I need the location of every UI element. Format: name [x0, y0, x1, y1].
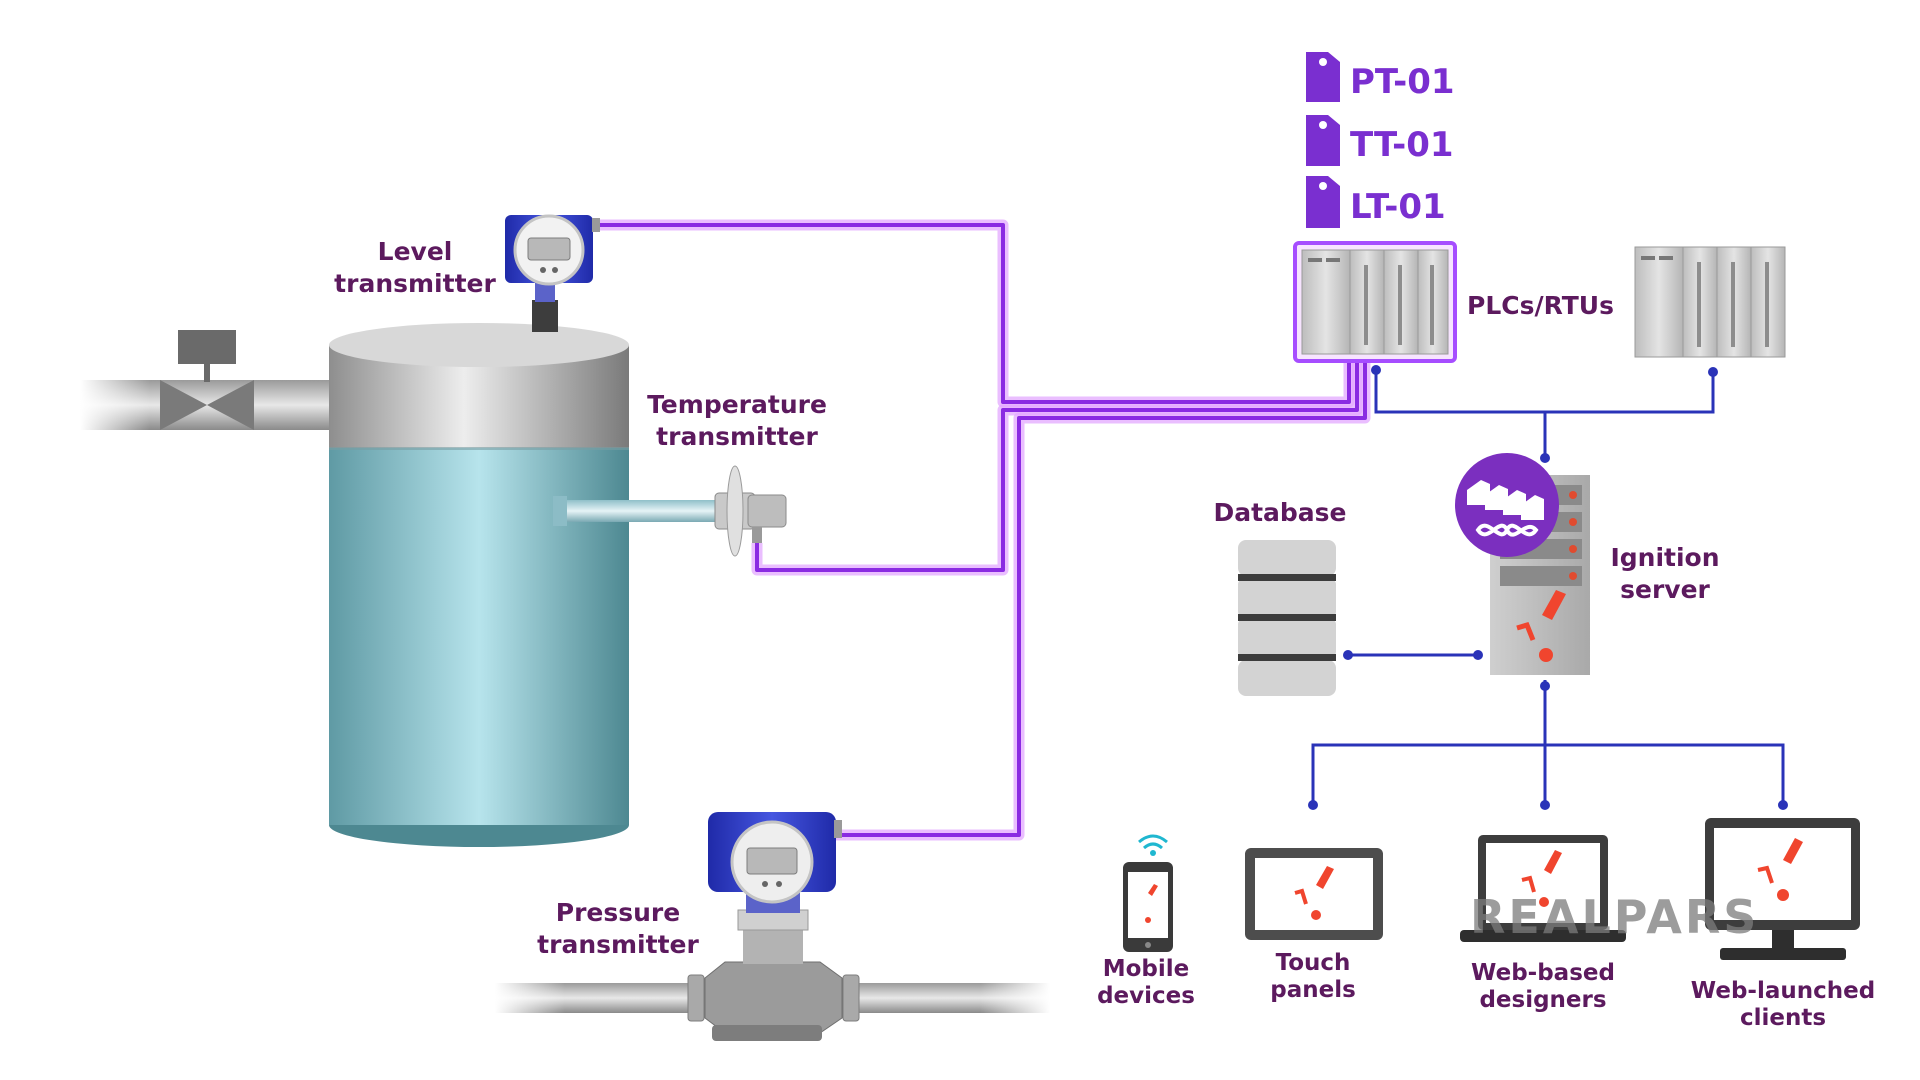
database-label: Database — [1213, 498, 1346, 527]
touch-panels-label: Touch panels — [1270, 950, 1356, 1003]
plc-rack-secondary — [1634, 246, 1786, 358]
network-wires — [1308, 365, 1788, 810]
tag-label: PT-01 — [1350, 62, 1455, 102]
label-line: Web-launched — [1691, 978, 1875, 1004]
storage-tank — [329, 323, 629, 847]
label-line: transmitter — [334, 269, 496, 298]
plcs-label: PLCs/RTUs — [1467, 291, 1614, 320]
temperature-transmitter — [553, 465, 787, 557]
desktop-monitor — [1705, 818, 1860, 960]
label-line: devices — [1097, 983, 1195, 1009]
web-based-designers-label: Web-based designers — [1471, 960, 1615, 1013]
label-line: transmitter — [656, 422, 818, 451]
mobile-devices-label: Mobile devices — [1097, 956, 1195, 1009]
temperature-transmitter-label: Temperature transmitter — [647, 390, 827, 451]
tag-pt-01: PT-01 — [1306, 52, 1455, 102]
signal-wires — [592, 219, 1371, 841]
mobile-device — [1123, 834, 1173, 952]
tag-label: LT-01 — [1350, 187, 1446, 227]
label-line: server — [1620, 575, 1710, 604]
plc-rack-primary — [1293, 241, 1457, 363]
touch-panel — [1245, 848, 1383, 940]
pressure-transmitter-label: Pressure transmitter — [537, 898, 699, 959]
level-transmitter-label: Level transmitter — [334, 237, 496, 298]
label-line: Touch — [1276, 950, 1351, 976]
ignition-server-label: Ignition server — [1610, 543, 1719, 604]
pressure-transmitter-wire — [835, 360, 1367, 837]
control-valve — [160, 330, 254, 430]
label-line: Mobile — [1103, 956, 1190, 982]
temperature-transmitter-wire — [755, 360, 1359, 572]
label-line: designers — [1479, 987, 1606, 1013]
level-transmitter-wire — [592, 223, 1351, 404]
label-line: Web-based — [1471, 960, 1615, 986]
web-launched-clients-label: Web-launched clients — [1691, 978, 1875, 1031]
laptop — [1460, 835, 1626, 942]
level-transmitter — [505, 214, 600, 332]
pressure-transmitter — [687, 812, 860, 1041]
ignition-logo-icon — [1455, 453, 1559, 557]
label-line: transmitter — [537, 930, 699, 959]
label-line: Temperature — [647, 390, 827, 419]
ignition-alert-mark-icon — [1516, 590, 1566, 662]
label-line: Level — [378, 237, 453, 266]
tag-tt-01: TT-01 — [1306, 115, 1454, 166]
tag-lt-01: LT-01 — [1306, 176, 1446, 228]
realpars-watermark: REALPARS — [1470, 890, 1759, 944]
database-icon — [1238, 540, 1336, 696]
label-line: Ignition — [1610, 543, 1719, 572]
label-line: Pressure — [556, 898, 680, 927]
label-line: panels — [1270, 977, 1356, 1003]
tag-label: TT-01 — [1350, 125, 1454, 165]
label-line: clients — [1740, 1005, 1826, 1031]
